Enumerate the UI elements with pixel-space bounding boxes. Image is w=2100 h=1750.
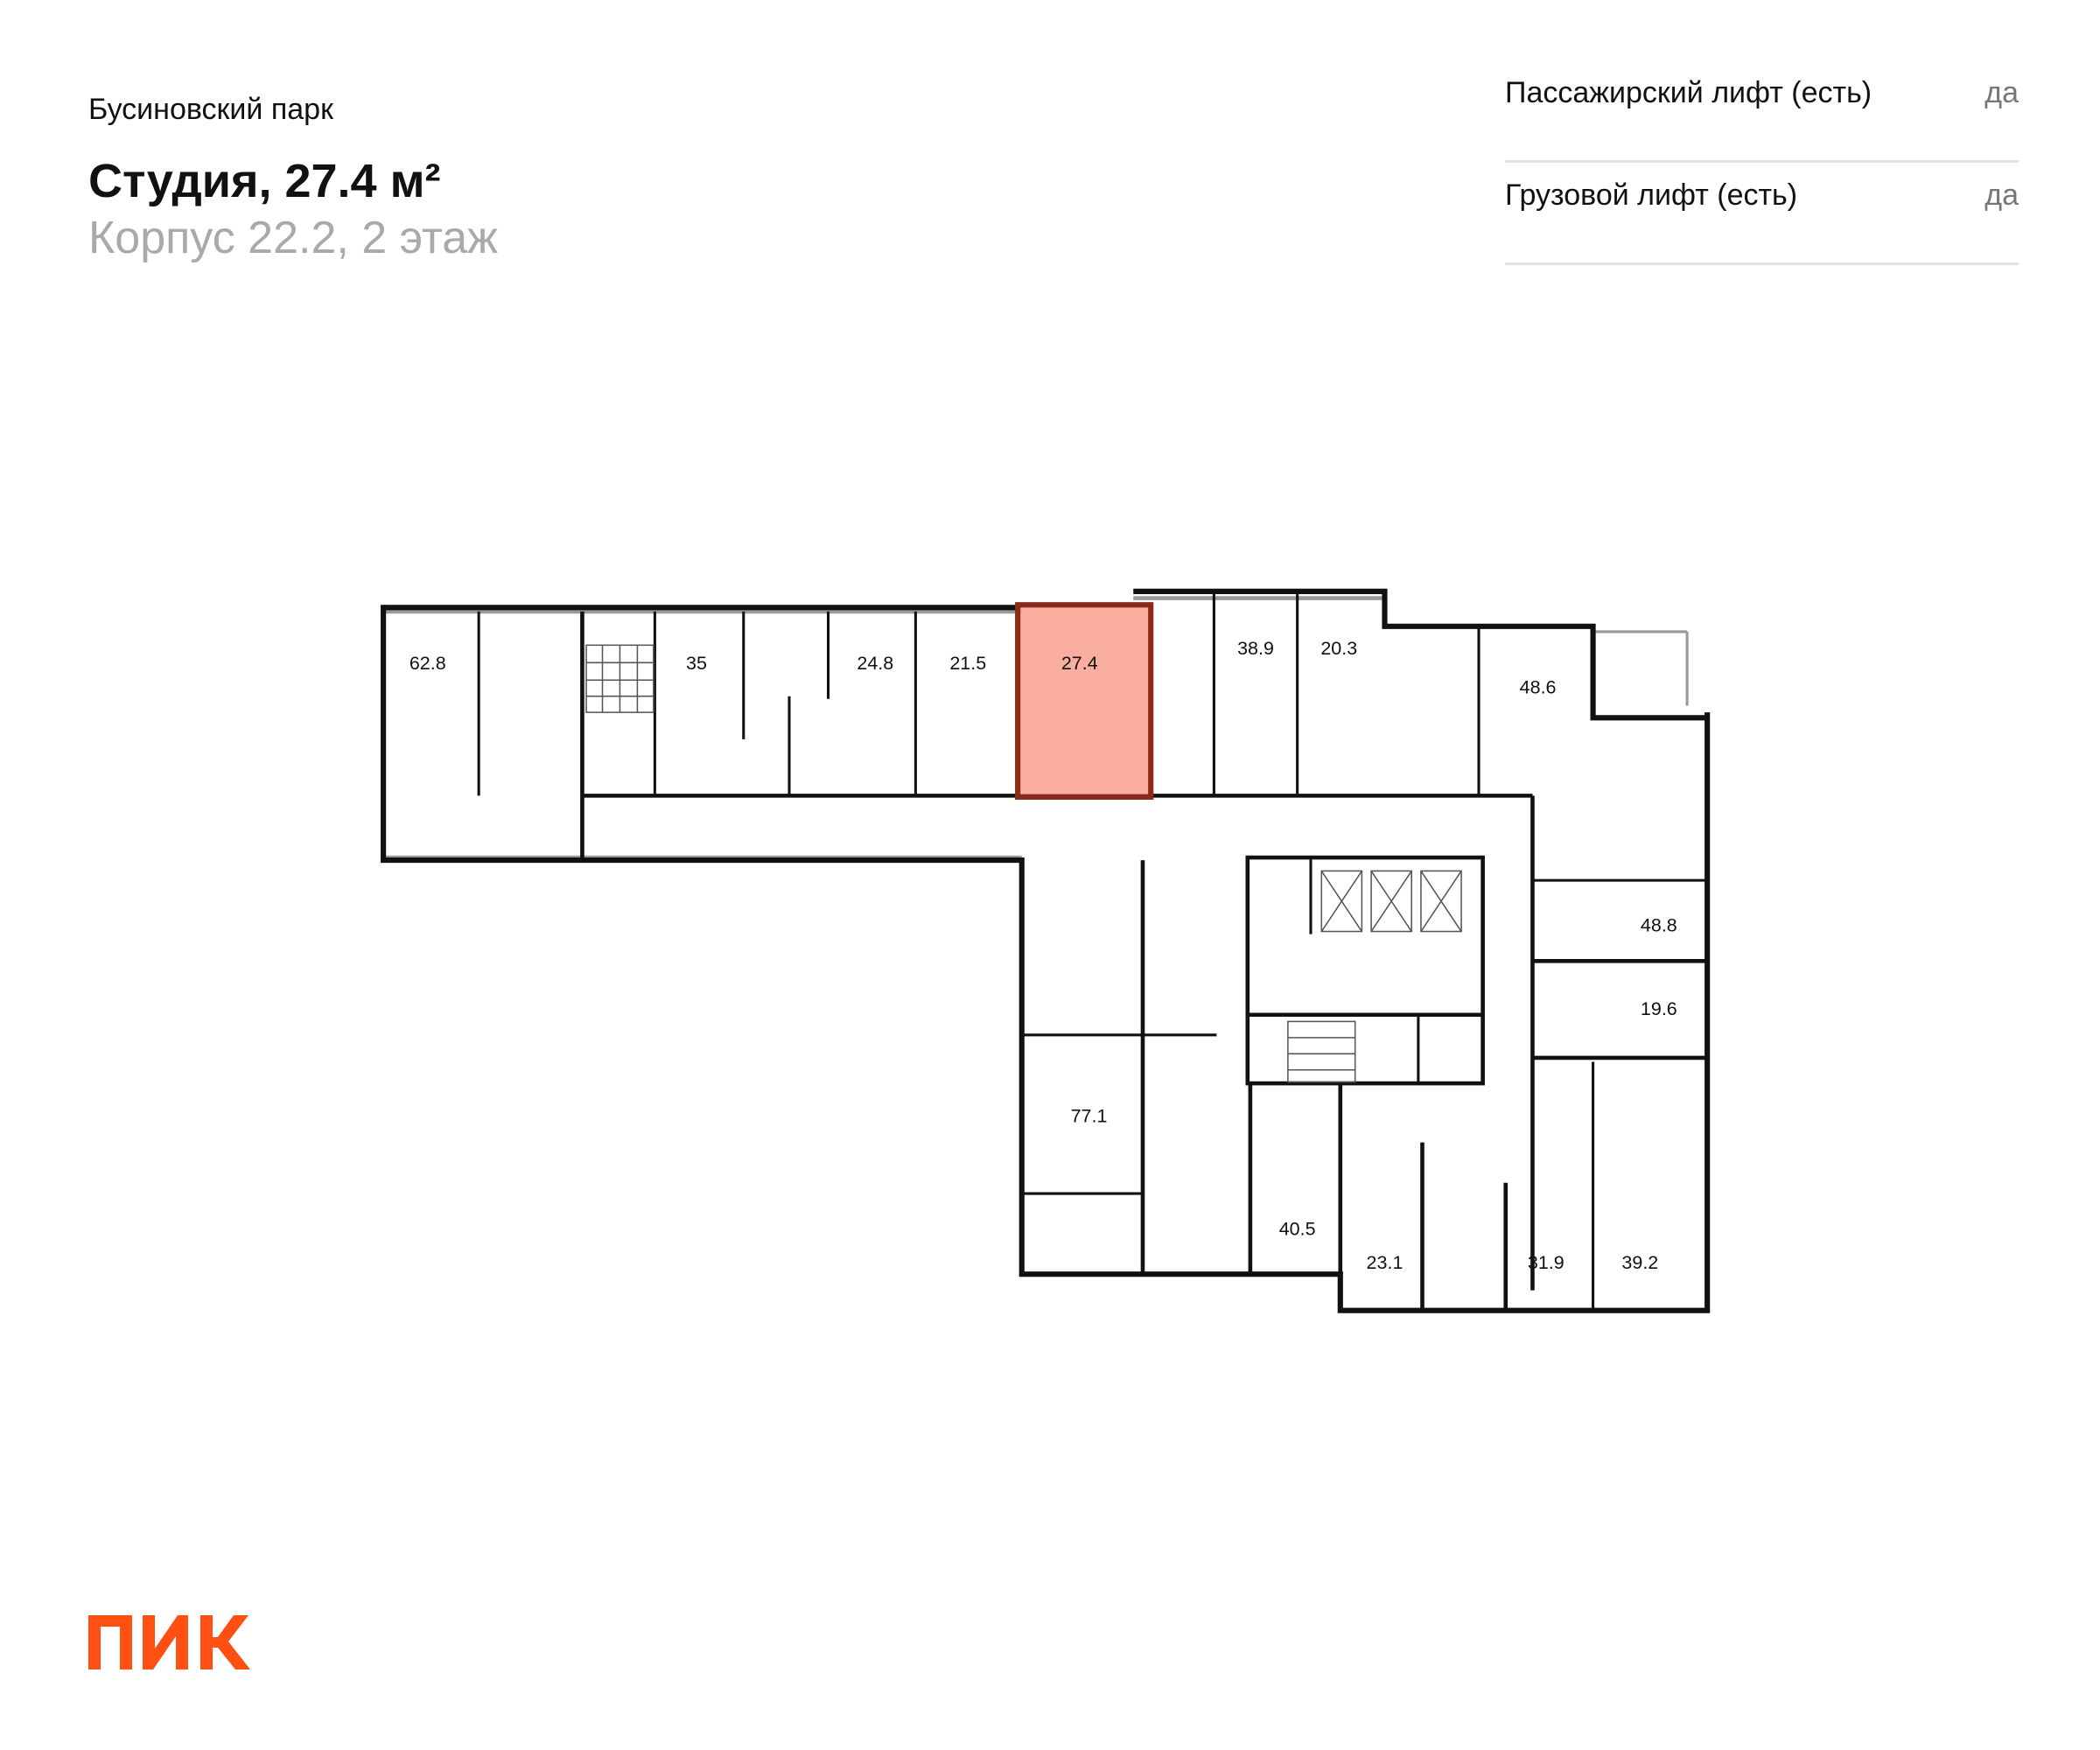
- apartment-area-label[interactable]: 19.6: [1641, 998, 1677, 1019]
- apartment-area-label[interactable]: 20.3: [1320, 638, 1357, 659]
- apartment-area-label[interactable]: 48.8: [1641, 915, 1677, 936]
- feature-passenger-lift: Пассажирский лифт (есть) да: [1505, 59, 2019, 163]
- apartment-area-label[interactable]: 23.1: [1367, 1252, 1404, 1273]
- building-floor-subtitle: Корпус 22.2, 2 этаж: [88, 213, 498, 263]
- feature-value: да: [1984, 178, 2019, 212]
- apartment-area-label[interactable]: 39.2: [1621, 1252, 1658, 1273]
- apartment-area-label[interactable]: 77.1: [1071, 1106, 1108, 1127]
- apartment-area-label[interactable]: 48.6: [1520, 677, 1557, 698]
- feature-label: Грузовой лифт (есть): [1505, 178, 1798, 212]
- pik-logo: [88, 1615, 250, 1670]
- apartment-title: Студия, 27.4 м²: [88, 155, 441, 207]
- selected-apartment-label[interactable]: 27.4: [1061, 653, 1098, 674]
- feature-freight-lift: Грузовой лифт (есть) да: [1505, 161, 2019, 265]
- apartment-area-label[interactable]: 38.9: [1237, 638, 1274, 659]
- apartment-area-label[interactable]: 21.5: [949, 653, 986, 674]
- apartment-area-label[interactable]: 62.8: [410, 653, 446, 674]
- selected-apartment-highlight[interactable]: [1015, 602, 1154, 800]
- apartment-labels: 62.8 35 24.8 21.5 27.4 38.9 20.3 48.6 48…: [410, 638, 1677, 1273]
- complex-name: Бусиновский парк: [88, 93, 333, 126]
- apartment-area-label[interactable]: 35: [686, 653, 707, 674]
- feature-label: Пассажирский лифт (есть): [1505, 76, 1872, 109]
- apartment-area-label[interactable]: 24.8: [857, 653, 893, 674]
- apartment-area-label[interactable]: 40.5: [1279, 1219, 1316, 1240]
- apartment-area-label[interactable]: 31.9: [1528, 1252, 1564, 1273]
- feature-value: да: [1984, 76, 2019, 109]
